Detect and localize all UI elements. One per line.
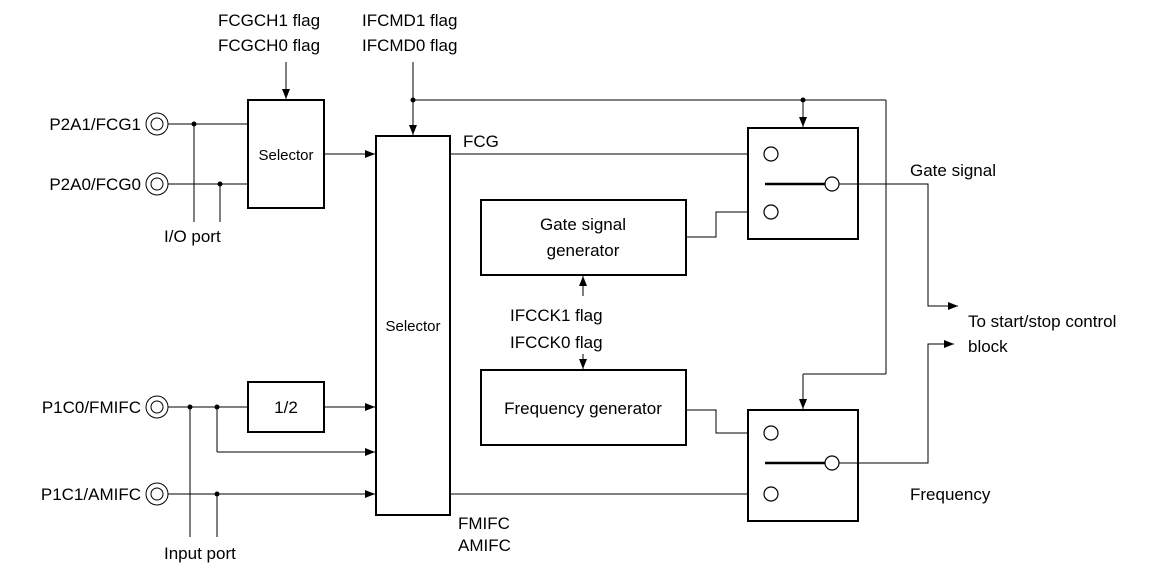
io-wiring xyxy=(168,121,248,222)
selector-small-block xyxy=(247,99,325,209)
amifc-signal-label: AMIFC xyxy=(458,536,511,555)
pin-p2a0-terminal xyxy=(145,172,169,196)
fcg-signal-label: FCG xyxy=(463,132,499,151)
gate-signal-label: Gate signal xyxy=(910,161,996,180)
selector-small-label: Selector xyxy=(258,147,313,164)
frequency-generator-block xyxy=(480,369,687,446)
divider-block xyxy=(247,381,325,433)
ifcck0-flag-label: IFCCK0 flag xyxy=(510,333,603,352)
fcgch0-flag-label: FCGCH0 flag xyxy=(218,36,320,55)
to-control-label-line2: block xyxy=(968,337,1008,356)
pin-p1c0-label: P1C0/FMIFC xyxy=(42,398,141,417)
freq-gen-label: Frequency generator xyxy=(504,399,662,418)
ifcmd1-flag-label: IFCMD1 flag xyxy=(362,11,457,30)
pin-p2a0-label: P2A0/FCG0 xyxy=(49,175,141,194)
divider-label: 1/2 xyxy=(274,398,298,417)
gate-gen-label-line2: generator xyxy=(547,241,620,260)
selector-main-block xyxy=(375,135,451,516)
input-port-label: Input port xyxy=(164,544,236,563)
frequency-label: Frequency xyxy=(910,485,991,504)
pin-p1c1-label: P1C1/AMIFC xyxy=(41,485,141,504)
ifcmd0-flag-label: IFCMD0 flag xyxy=(362,36,457,55)
frequency-switch xyxy=(747,409,859,522)
pin-p1c1-terminal xyxy=(145,482,169,506)
ifcck1-flag-label: IFCCK1 flag xyxy=(510,306,603,325)
fcgch1-flag-label: FCGCH1 flag xyxy=(218,11,320,30)
pin-p2a1-terminal xyxy=(145,112,169,136)
selector-main-label: Selector xyxy=(385,318,440,335)
to-control-label-line1: To start/stop control xyxy=(968,312,1116,331)
fmifc-signal-label: FMIFC xyxy=(458,514,510,533)
input-wiring xyxy=(168,404,375,537)
pin-p1c0-terminal xyxy=(145,395,169,419)
io-port-label: I/O port xyxy=(164,227,221,246)
pin-p2a1-label: P2A1/FCG1 xyxy=(49,115,141,134)
gate-gen-label-line1: Gate signal xyxy=(540,215,626,234)
gate-signal-generator-block xyxy=(480,199,687,276)
